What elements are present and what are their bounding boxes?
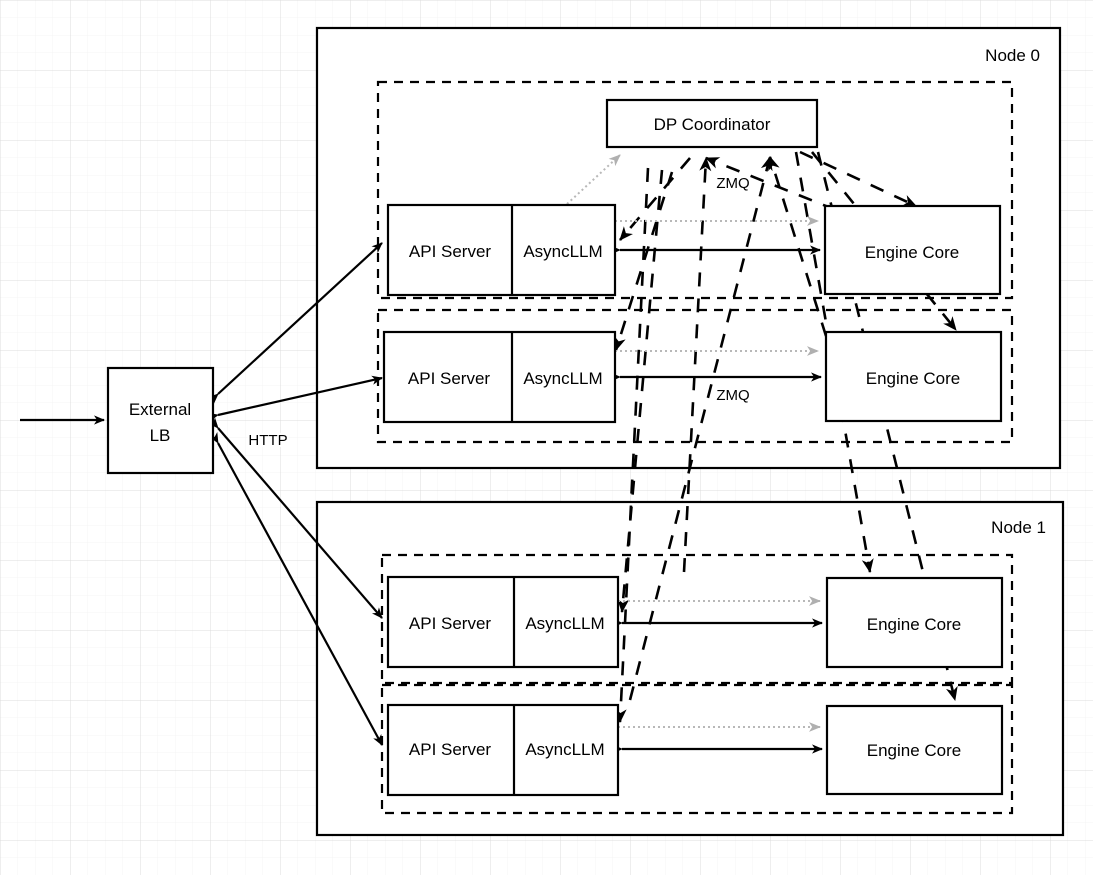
http-label: HTTP (248, 432, 287, 449)
api-server-box-0[interactable]: API Server AsyncLLM (386, 203, 617, 297)
asyncllm-label-2: AsyncLLM (525, 614, 604, 633)
engine-core-label-1: Engine Core (866, 369, 961, 388)
engine-core-box-3[interactable]: Engine Core (825, 704, 1004, 796)
lb-to-api-server-0 (207, 242, 383, 405)
engine-core-label-3: Engine Core (867, 741, 962, 760)
external-lb-label-line2: LB (150, 426, 171, 445)
dp-coordinator-box[interactable]: DP Coordinator (605, 98, 819, 149)
dp-coordinator-label: DP Coordinator (654, 115, 771, 134)
engine-core-box-1[interactable]: Engine Core (824, 330, 1003, 423)
node-0-label: Node 0 (985, 46, 1040, 65)
rank-group-3 (380, 683, 1014, 815)
api-server-label-1: API Server (408, 369, 491, 388)
api-server-label-0: API Server (409, 242, 492, 261)
external-lb-label-line1: External (129, 400, 191, 419)
lb-to-api-server-3 (209, 432, 383, 746)
lb-to-api-server-1 (207, 375, 383, 422)
dotted-gray-edges (566, 154, 821, 732)
engine-core-box-2[interactable]: Engine Core (825, 576, 1004, 669)
node-1-label: Node 1 (991, 518, 1046, 537)
asyncllm-label-1: AsyncLLM (523, 369, 602, 388)
rank-group-2 (380, 553, 1014, 685)
api-server-box-2[interactable]: API Server AsyncLLM (386, 575, 620, 669)
zmq-edge-core1-to-coordinator (768, 156, 828, 337)
engine-core-label-2: Engine Core (867, 615, 962, 634)
external-lb-box[interactable]: External LB (106, 366, 215, 475)
zmq-edge-core2-to-coordinator (682, 157, 712, 573)
zmq-solid-edges (610, 245, 823, 754)
dotted-asyncllm0-to-coordinator (566, 154, 621, 205)
api-server-label-3: API Server (409, 740, 492, 759)
zmq-edge-coordinator-to-asyncllm0 (619, 157, 691, 241)
zmq-edge-coordinator-to-core0 (799, 150, 917, 208)
engine-core-box-0[interactable]: Engine Core (823, 204, 1002, 296)
zmq-label-middle: ZMQ (716, 387, 749, 404)
api-server-label-2: API Server (409, 614, 492, 633)
rank-group-0 (376, 80, 1014, 300)
asyncllm-label-0: AsyncLLM (523, 242, 602, 261)
zmq-edge-core0-to-coordinator (705, 156, 837, 212)
lb-edges (20, 242, 383, 746)
edge-labels: HTTP ZMQ ZMQ (246, 173, 751, 451)
asyncllm-label-3: AsyncLLM (525, 740, 604, 759)
api-server-box-1[interactable]: API Server AsyncLLM (382, 330, 617, 424)
zmq-edge-coordinator-to-asyncllm1 (614, 171, 674, 351)
api-server-box-3[interactable]: API Server AsyncLLM (386, 703, 620, 797)
engine-core-label-0: Engine Core (865, 243, 960, 262)
zmq-label-top: ZMQ (716, 175, 749, 192)
